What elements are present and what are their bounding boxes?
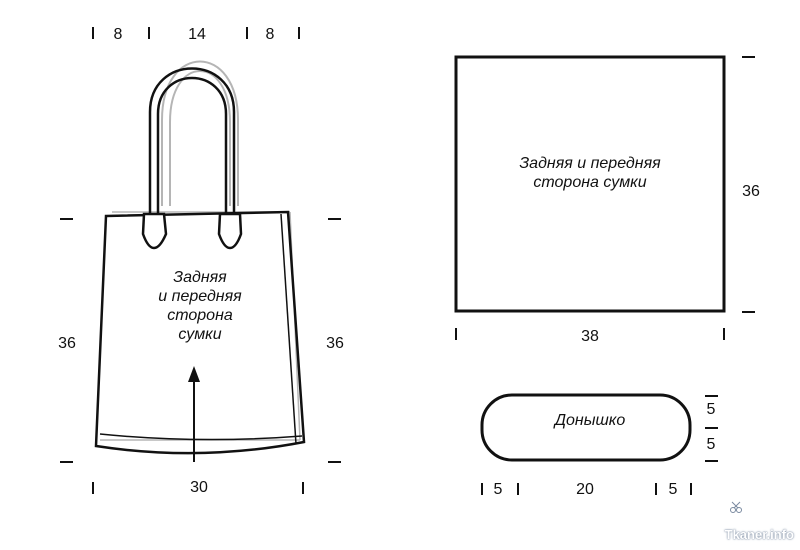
panel-label-line-2: сторона сумки <box>533 174 647 191</box>
front-handle <box>148 67 236 216</box>
bag-label-line-3: сторона <box>167 307 233 324</box>
tick-bottom-right-3 <box>705 460 718 462</box>
tick-bag-top-1 <box>92 27 94 39</box>
handle-tab-left <box>141 212 168 250</box>
back-handle-ghost-inner <box>169 70 231 206</box>
bottom-height-dim-2: 5 <box>706 436 716 453</box>
handle-tab-right <box>217 212 243 250</box>
bottom-width-dim-3: 5 <box>668 481 678 498</box>
bag-label: Задняя и передняя сторона сумки <box>120 268 280 344</box>
bag-label-line-2: и передняя <box>158 288 242 305</box>
bag-label-line-4: сумки <box>178 326 222 343</box>
tick-bottom-below-3 <box>655 483 657 495</box>
bag-top-dim-left: 8 <box>113 26 123 43</box>
direction-arrow-head <box>188 366 200 382</box>
tick-panel-bottom-right <box>723 328 725 340</box>
tick-bottom-below-1 <box>481 483 483 495</box>
bottom-width-dim-2: 20 <box>576 481 594 498</box>
bag-body-outline <box>94 210 306 455</box>
bag-height-right: 36 <box>326 335 344 352</box>
panel-width-dim: 38 <box>581 328 599 345</box>
front-handle-inner <box>156 76 228 216</box>
tick-bag-left-bottom <box>60 461 73 463</box>
bag-body-bottom-fold <box>99 433 303 441</box>
watermark: Tkaner.info <box>724 527 794 542</box>
bag-label-line-1: Задняя <box>173 269 227 286</box>
bag-height-left: 36 <box>58 335 76 352</box>
tick-bag-bottom-right <box>302 482 304 494</box>
bag-top-dim-right: 8 <box>265 26 275 43</box>
bottom-piece-label: Донышко <box>554 412 626 429</box>
tick-bottom-below-2 <box>517 483 519 495</box>
panel-height-dim: 36 <box>742 183 760 200</box>
tick-bag-bottom-left <box>92 482 94 494</box>
tick-bottom-right-2 <box>705 427 718 429</box>
bag-top-dim-middle: 14 <box>188 26 206 43</box>
bag-width-bottom: 30 <box>190 479 208 496</box>
tick-bag-top-2 <box>148 27 150 39</box>
bottom-piece-shape <box>480 393 692 462</box>
tick-bag-left-top <box>60 218 73 220</box>
tick-panel-right-bottom <box>742 311 755 313</box>
back-handle-ghost <box>161 60 239 206</box>
tick-bag-top-4 <box>298 27 300 39</box>
tick-bottom-below-4 <box>690 483 692 495</box>
bottom-width-dim-1: 5 <box>493 481 503 498</box>
tick-bottom-right-1 <box>705 395 718 397</box>
panel-label: Задняя и передняя сторона сумки <box>480 154 700 192</box>
tick-panel-bottom-left <box>455 328 457 340</box>
tick-panel-right-top <box>742 56 755 58</box>
panel-rectangle <box>454 55 726 313</box>
scissors-icon <box>730 501 742 513</box>
bottom-height-dim-1: 5 <box>706 401 716 418</box>
tick-bag-right-bottom <box>328 461 341 463</box>
bag-body-side-fold <box>280 213 297 445</box>
panel-label-line-1: Задняя и передняя <box>519 155 661 172</box>
tick-bag-right-top <box>328 218 341 220</box>
tick-bag-top-3 <box>246 27 248 39</box>
